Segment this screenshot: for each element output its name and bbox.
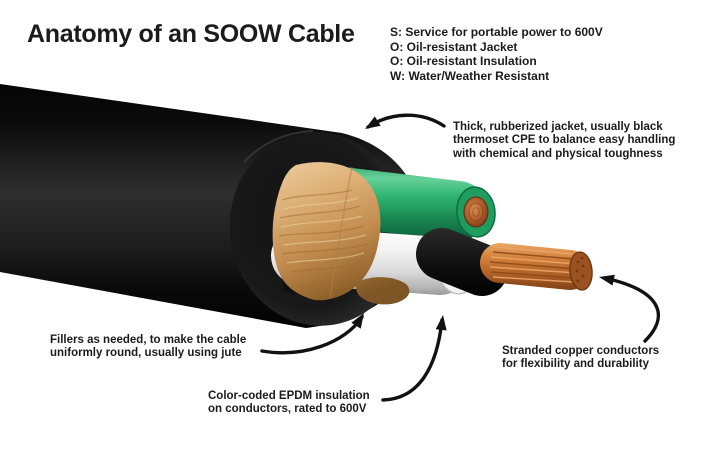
annotation-jacket-line: with chemical and physical toughness	[453, 147, 663, 160]
acronym-line-o1: O: Oil-resistant Jacket	[390, 39, 518, 54]
page-title: Anatomy of an SOOW Cable	[27, 20, 355, 48]
annotation-arrows	[260, 113, 661, 402]
arrow-insulation	[381, 315, 447, 402]
arrow-fillers	[260, 313, 364, 355]
black-conductor	[416, 228, 508, 296]
annotation-jacket-line: Thick, rubberized jacket, usually black	[453, 121, 663, 133]
arrow-copper	[599, 274, 661, 343]
annotation-copper-line: Stranded copper conductors	[502, 345, 660, 357]
annotation-insulation: Color-coded EPDM insulation on conductor…	[208, 390, 370, 417]
annotation-jacket: Thick, rubberized jacket, usually black …	[453, 121, 675, 161]
annotation-fillers-line: uniformly round, usually using jute	[50, 347, 242, 360]
annotation-fillers: Fillers as needed, to make the cable uni…	[50, 334, 246, 361]
acronym-line-s: S: Service for portable power to 600V	[390, 25, 603, 39]
arrow-jacket	[365, 113, 446, 129]
acronym-line-w: W: Water/Weather Resistant	[390, 68, 550, 83]
copper-strands	[480, 243, 593, 291]
acronym-legend: S: Service for portable power to 600V O:…	[390, 25, 603, 83]
annotation-insulation-line: on conductors, rated to 600V	[208, 403, 367, 416]
jute-filler-lower	[355, 277, 410, 305]
annotation-jacket-line: thermoset CPE to balance easy handling	[453, 134, 676, 147]
annotation-fillers-line: Fillers as needed, to make the cable	[50, 334, 247, 346]
acronym-line-o2: O: Oil-resistant Insulation	[390, 54, 537, 68]
jute-filler	[272, 162, 410, 305]
annotation-copper-line: for flexibility and durability	[502, 358, 649, 371]
annotation-copper: Stranded copper conductors for flexibili…	[502, 345, 659, 372]
annotation-insulation-line: Color-coded EPDM insulation	[208, 390, 370, 402]
